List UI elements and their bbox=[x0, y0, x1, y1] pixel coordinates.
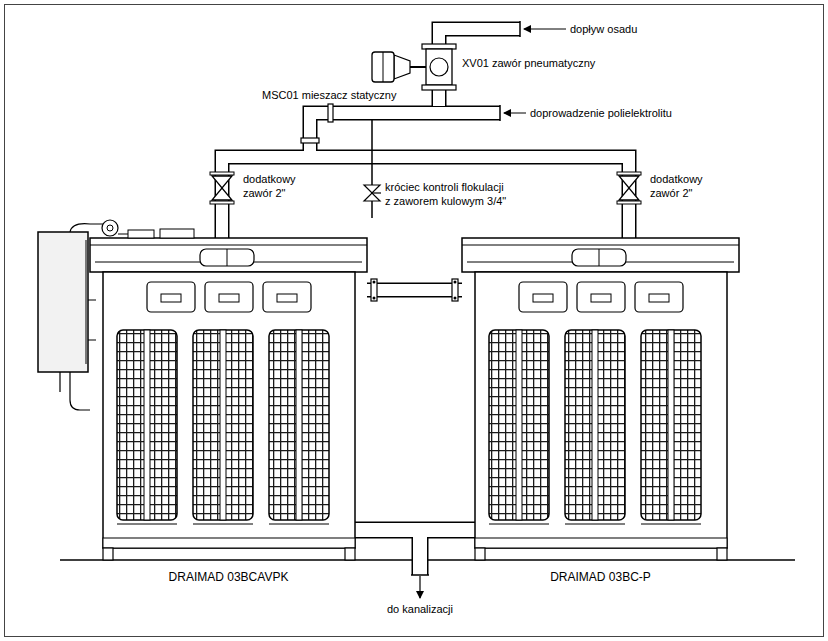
control-cabinet bbox=[38, 220, 194, 410]
callout-label: XV01 zawór pneumatyczny bbox=[462, 56, 595, 70]
connecting-pipe bbox=[367, 290, 462, 291]
callout-label: do kanalizacji bbox=[360, 602, 480, 616]
gate-valve bbox=[210, 172, 234, 204]
flow-arrow bbox=[504, 113, 526, 114]
pipe-core bbox=[367, 284, 462, 296]
callout-label: MSC01 mieszacz statyczny bbox=[262, 88, 396, 102]
check-port bbox=[364, 120, 381, 218]
pipe-outline bbox=[367, 283, 462, 298]
pneumatic-valve bbox=[372, 44, 456, 90]
unit-name: DRAIMAD 03BC-P bbox=[462, 570, 739, 584]
dewatering-unit: DRAIMAD 03BCAVPK bbox=[90, 238, 367, 584]
flow-arrow bbox=[524, 29, 566, 30]
callout-label: dopływ osadu bbox=[570, 22, 637, 36]
pipe-flange bbox=[371, 279, 458, 301]
frame bbox=[5, 5, 824, 637]
callout-label: dodatkowy zawór 2" bbox=[650, 172, 712, 200]
callout-label: doprowadzenie polielektrolitu bbox=[530, 106, 672, 120]
callout-label: króciec kontroli flokulacji z zaworem ku… bbox=[385, 180, 509, 208]
unit-name: DRAIMAD 03BCAVPK bbox=[90, 570, 367, 584]
flow-arrow bbox=[419, 576, 420, 598]
static-mixer bbox=[301, 104, 333, 143]
gate-valve bbox=[617, 172, 641, 204]
dewatering-unit: DRAIMAD 03BC-P bbox=[462, 238, 739, 584]
callout-label: dodatkowy zawór 2" bbox=[243, 172, 305, 200]
dewatering-unit-drawing bbox=[462, 238, 739, 560]
dewatering-unit-drawing bbox=[90, 238, 367, 560]
